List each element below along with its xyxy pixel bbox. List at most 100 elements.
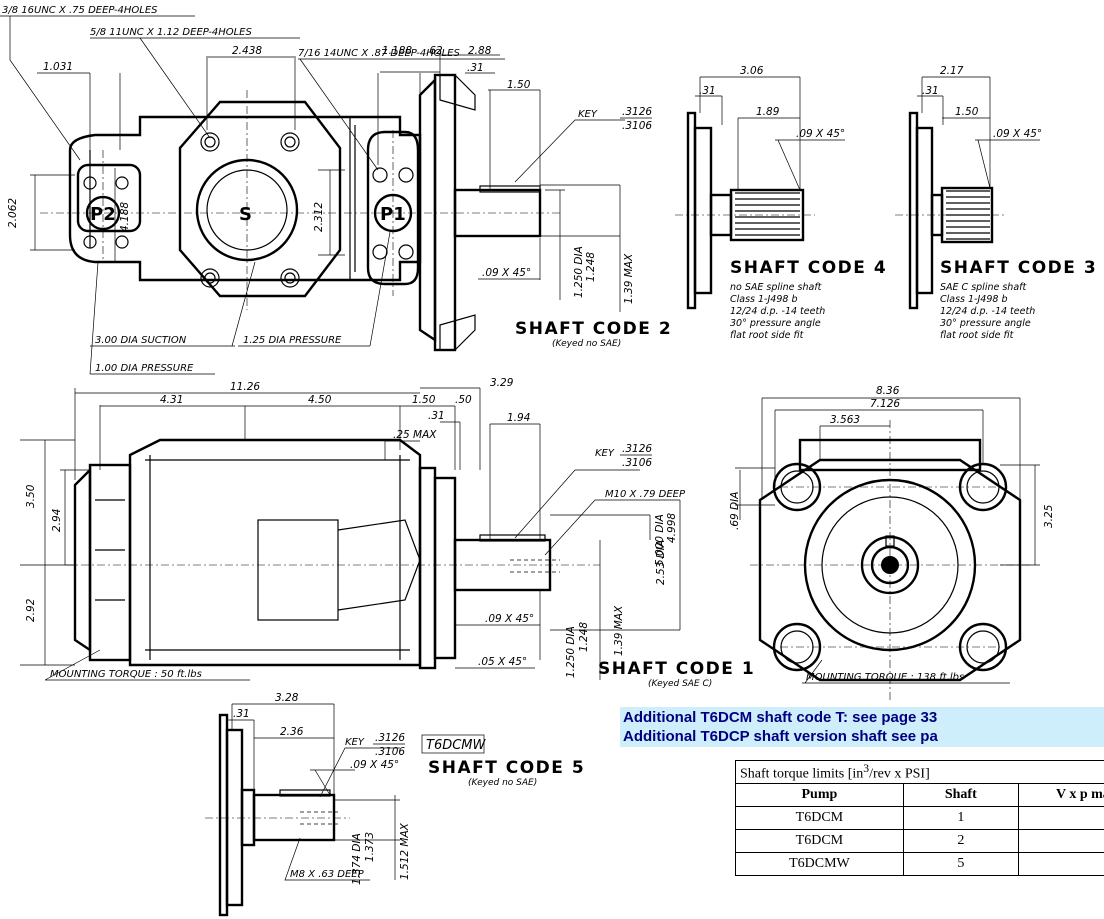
dim-chamfer-s5: .09 X 45°: [350, 759, 399, 771]
dim-025max: .25 MAX: [393, 429, 437, 441]
cell-pump: T6DCM: [735, 806, 904, 830]
key-lo-s5: .3106: [375, 746, 405, 758]
dim-350: 3.50: [25, 484, 37, 508]
callout-suction: 3.00 DIA SUCTION: [95, 335, 187, 346]
key-hi-s5: .3126: [375, 732, 405, 744]
torque-table-caption: Shaft torque limits [in3/rev x PSI]: [735, 760, 1104, 784]
dim-chamfer-side2: .05 X 45°: [478, 656, 527, 668]
mounting-torque-end: MOUNTING TORQUE : 138 ft.lbs: [806, 672, 964, 683]
dim-chamfer-s3: .09 X 45°: [993, 128, 1042, 140]
dim-1126: 11.26: [230, 381, 260, 393]
callout-pressure-p1: 1.25 DIA PRESSURE: [243, 335, 342, 346]
dim-2438: 2.438: [232, 45, 262, 57]
dim-1248-top: 1.248: [585, 252, 597, 282]
shaft3-note-1: SAE C spline shaft: [940, 282, 1027, 293]
cell-pump: T6DCMW: [735, 852, 904, 876]
dim-1374: 1.374 DIA: [351, 833, 363, 885]
dim-194: 1.94: [507, 412, 530, 424]
dim-325: 3.25: [1043, 504, 1055, 528]
header-shaft: Shaft: [902, 783, 1019, 807]
dim-031-s4: .31: [699, 85, 716, 97]
dim-chamfer-s4: .09 X 45°: [796, 128, 845, 140]
cell-vxp: 306: [1017, 829, 1104, 853]
key-label-s5: KEY: [345, 737, 365, 748]
shaft-code-4: SHAFT CODE 4: [730, 258, 887, 278]
callout-m10: M10 X .79 DEEP: [605, 489, 686, 500]
additional-shaft-banner: Additional T6DCM shaft code T: see page …: [620, 707, 1104, 747]
dim-253: 2.53 DIA: [655, 540, 667, 585]
dim-189: 1.89: [756, 106, 780, 118]
dim-294: 2.94: [51, 509, 63, 532]
torque-table-container: Shaft torque limits [in3/rev x PSI] Pump…: [735, 760, 1104, 919]
dim-217: 2.17: [940, 65, 964, 77]
callout-thread-p1: 7/16 14UNC X .87 DEEP-4HOLES: [298, 48, 461, 59]
dim-031-side: .31: [428, 410, 445, 422]
key-lo-top: .3106: [622, 120, 652, 132]
dim-5000: 5.000 DIA: [654, 514, 666, 566]
shaft3-note-5: flat root side fit: [940, 330, 1015, 341]
header-pump: Pump: [735, 783, 904, 807]
callout-thread-p2: 3/8 16UNC X .75 DEEP-4HOLES: [2, 5, 158, 16]
side-view: 11.26 3.29 4.31 4.50 1.50 .50 .31 1.94 .…: [20, 377, 755, 689]
dim-2062: 2.062: [7, 198, 19, 228]
cell-shaft: 1: [902, 806, 1019, 830]
dim-431: 4.31: [160, 394, 183, 406]
dim-4188: 4.188: [119, 202, 131, 232]
end-view: 8.36 7.126 3.563 .69 DIA 3.25 MOUNTING T…: [729, 385, 1055, 700]
table-row: T6DCMW 5 492: [735, 852, 1104, 876]
cell-vxp: 492: [1017, 852, 1104, 876]
dim-450: 4.50: [308, 394, 332, 406]
key-lo-side: .3106: [622, 457, 652, 469]
shaft-code-1-sub: (Keyed SAE C): [648, 679, 712, 689]
dim-292: 2.92: [25, 598, 37, 622]
banner-line-2: Additional T6DCP shaft version shaft see…: [623, 728, 938, 745]
shaft-code-5: SHAFT CODE 5: [428, 758, 585, 778]
shaft4-note-3: 12/24 d.p. -14 teeth: [730, 306, 825, 317]
cell-shaft: 5: [902, 852, 1019, 876]
dim-150-s3: 1.50: [955, 106, 979, 118]
dim-1512: 1.512 MAX: [399, 822, 411, 880]
table-row: T6DCM 1 382: [735, 806, 1104, 830]
dim-328: 3.28: [275, 692, 299, 704]
dim-139-side: 1.39 MAX: [613, 605, 625, 656]
dim-1248-side: 1.248: [578, 622, 590, 652]
top-view: P2 S P1 3/8 16UNC X .75 DEEP-4HOLES 5/8 …: [0, 5, 671, 375]
dim-031: .31: [467, 62, 484, 74]
dim-4998: 4.998: [666, 513, 678, 543]
dim-050: .50: [455, 394, 472, 406]
shaft3-note-4: 30° pressure angle: [940, 318, 1031, 329]
shaft-code-3-view: 2.17 .31 1.50 .09 X 45° SHAFT CODE 3 SAE…: [895, 65, 1097, 341]
table-row: T6DCM 2 306: [735, 829, 1104, 853]
dim-3563: 3.563: [830, 414, 860, 426]
port-s-label: S: [239, 204, 252, 225]
dim-1373: 1.373: [364, 832, 376, 862]
key-hi-top: .3126: [622, 106, 652, 118]
dim-1250-top: 1.250 DIA: [573, 246, 585, 298]
dim-836: 8.36: [876, 385, 900, 397]
cell-vxp: 382: [1017, 806, 1104, 830]
cell-shaft: 2: [902, 829, 1019, 853]
callout-thread-s: 5/8 11UNC X 1.12 DEEP-4HOLES: [90, 27, 253, 38]
shaft-code-1: SHAFT CODE 1: [598, 659, 755, 679]
shaft-code-3: SHAFT CODE 3: [940, 258, 1097, 278]
callout-m8: M8 X .63 DEEP: [290, 869, 365, 880]
port-p2-label: P2: [90, 204, 116, 225]
dim-031-s5: .31: [233, 708, 250, 720]
banner-line-1: Additional T6DCM shaft code T: see page …: [623, 709, 938, 726]
mounting-torque-side: MOUNTING TORQUE : 50 ft.lbs: [50, 669, 202, 680]
dim-1250-side: 1.250 DIA: [565, 626, 577, 678]
cell-pump: T6DCM: [735, 829, 904, 853]
dim-306: 3.06: [740, 65, 764, 77]
dim-chamfer-top: .09 X 45°: [482, 267, 531, 279]
shaft3-note-2: Class 1-J498 b: [940, 294, 1007, 305]
dim-139-top: 1.39 MAX: [623, 253, 635, 304]
dim-1188: 1.188: [382, 45, 412, 57]
shaft-code-5-view: 3.28 .31 2.36 .09 X 45° KEY .3126 .3106 …: [205, 692, 585, 917]
header-vxp: V x p max: [1017, 783, 1104, 807]
dim-236: 2.36: [280, 726, 304, 738]
bolt-holes-top: [83, 132, 414, 288]
shaft4-note-5: flat root side fit: [730, 330, 805, 341]
shaft-code-2-sub: (Keyed no SAE): [552, 339, 621, 349]
dim-150-side: 1.50: [412, 394, 436, 406]
